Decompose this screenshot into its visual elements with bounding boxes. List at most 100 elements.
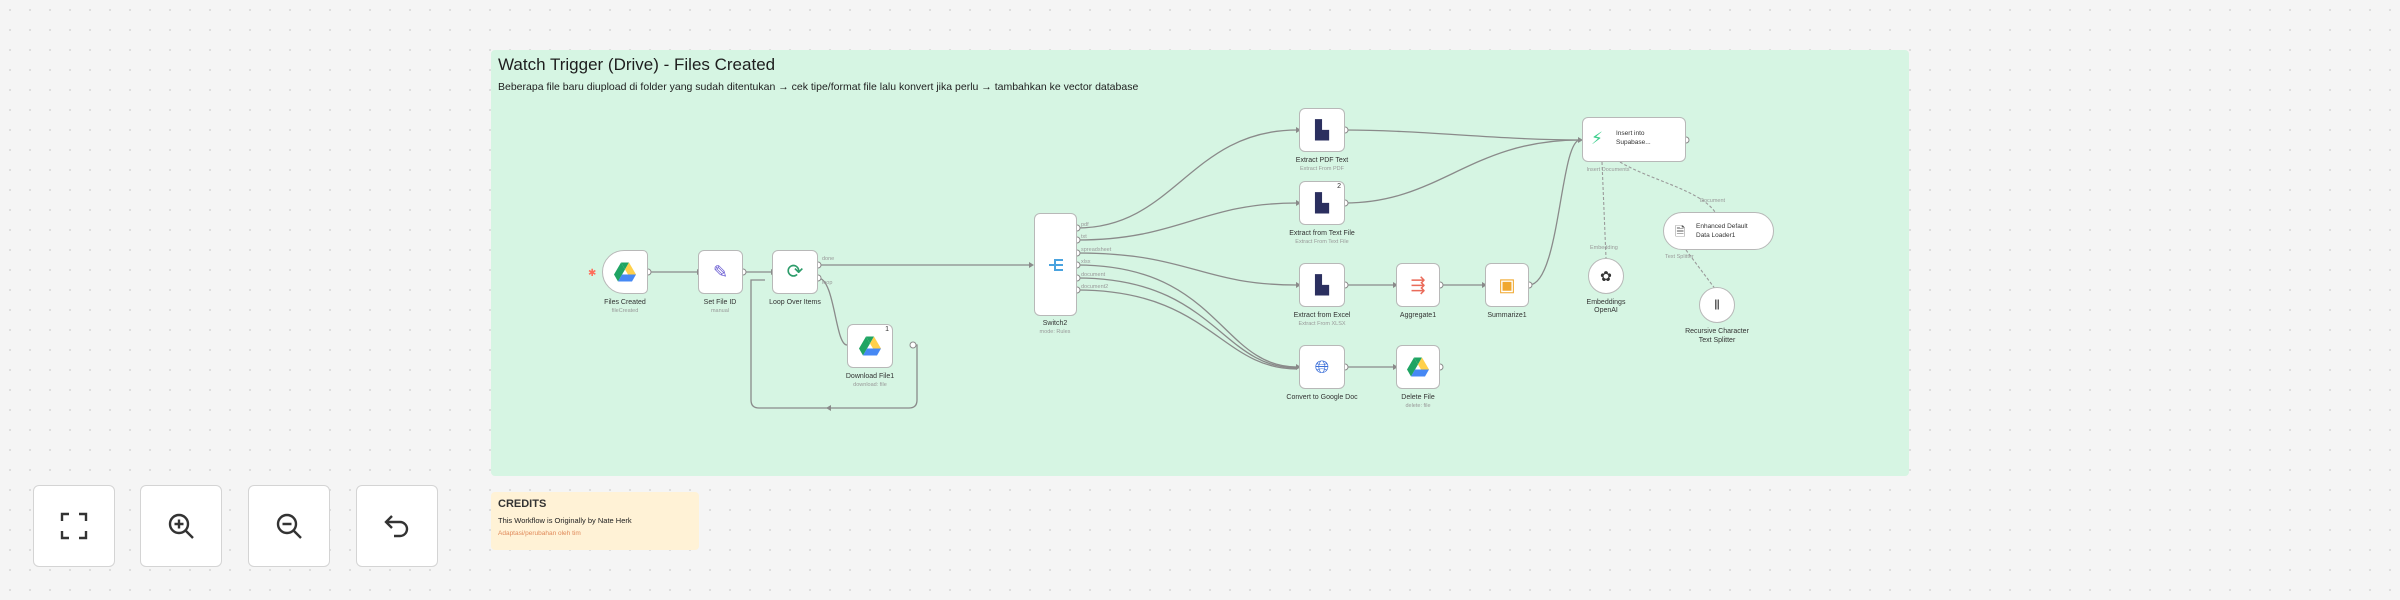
supabase-icon: ⚡︎ (1591, 129, 1603, 148)
connection (1076, 277, 1298, 369)
connection (1344, 129, 1581, 141)
node-label: Extract from Excel (1293, 312, 1351, 319)
node-label-line: Enhanced Default (1696, 223, 1748, 230)
execution-badge: 1 (885, 326, 889, 333)
connection (1076, 129, 1298, 229)
extract-icon: ▙ (1315, 120, 1329, 140)
switch-output-label: txt (1081, 234, 1087, 240)
arrowhead (1296, 127, 1301, 133)
node-label-line: OpenAI (1594, 307, 1618, 314)
aggregate-icon: ⇶ (1410, 275, 1426, 295)
switch-icon (1048, 258, 1063, 271)
splitter-icon: ⫴ (1714, 297, 1720, 313)
port-label-done: done (822, 256, 835, 262)
node-convert-google-doc[interactable]: 🌐︎ (1299, 345, 1345, 389)
node-aggregate[interactable]: ⇶ (1396, 263, 1440, 307)
connection (817, 277, 848, 346)
connection (1076, 202, 1298, 241)
arrowhead (1296, 200, 1301, 206)
arrowhead (826, 405, 831, 411)
node-label: Convert to Google Doc (1286, 394, 1358, 401)
node-label: Loop Over Items (769, 299, 821, 306)
summarize-icon: ▣ (1498, 275, 1516, 295)
node-label-line: Supabase... (1616, 139, 1651, 146)
node-summarize[interactable]: ▣ (1485, 263, 1529, 307)
node-download-file[interactable]: 1 (847, 324, 893, 368)
node-label: Extract PDF Text (1295, 157, 1349, 164)
node-label: Aggregate1 (1399, 312, 1437, 319)
execution-badge: 2 (1337, 183, 1341, 190)
port-label-loop: loop (822, 280, 833, 286)
connection (1076, 289, 1298, 370)
connection (1076, 264, 1298, 368)
node-label-line: Embeddings (1586, 299, 1626, 306)
zoom-in-button[interactable] (140, 485, 222, 567)
node-embeddings-openai[interactable]: ✿ (1588, 258, 1624, 294)
zoom-in-icon (168, 513, 194, 539)
pencil-icon: ✎ (712, 262, 729, 282)
node-subtitle: download: file (853, 382, 887, 388)
arrowhead (1482, 282, 1487, 288)
connection (1601, 161, 1607, 259)
node-label: Download File1 (845, 373, 895, 380)
node-subtitle: fileCreated (611, 308, 639, 314)
node-set-file-id[interactable]: ✎ (698, 250, 743, 294)
credits-line-secondary: Adaptasi/perubahan oleh tim (498, 530, 581, 537)
fit-view-icon (60, 512, 88, 540)
node-extract-pdf[interactable]: ▙ (1299, 108, 1345, 152)
fit-view-button[interactable] (33, 485, 115, 567)
node-subtitle: mode: Rules (1039, 329, 1071, 335)
connection (1344, 139, 1581, 204)
node-subtitle: Insert Documents (1586, 167, 1630, 173)
node-data-loader[interactable]: 🗎︎ Enhanced Default Data Loader1 (1663, 212, 1774, 250)
connection (1076, 252, 1298, 286)
loop-icon: ⟳ (786, 261, 804, 283)
node-label-line: Text Splitter (1698, 337, 1736, 344)
node-delete-file[interactable] (1396, 345, 1440, 389)
sticky-description: Beberapa file baru diupload di folder ya… (498, 81, 1139, 93)
node-text-splitter[interactable]: ⫴ (1699, 287, 1735, 323)
node-label: Summarize1 (1487, 312, 1527, 319)
connection (1619, 161, 1716, 213)
node-label: Files Created (604, 299, 646, 306)
connection (1528, 139, 1581, 286)
globe-icon: 🌐︎ (1314, 357, 1330, 377)
sticky-note-credits[interactable]: CREDITS This Workflow is Originally by N… (491, 492, 699, 550)
node-loop-over-items[interactable]: ⟳ (772, 250, 818, 294)
switch-output-label: spreadsheet (1081, 247, 1112, 253)
node-label-line: Insert into (1616, 130, 1645, 137)
extract-icon: ▙ (1315, 193, 1329, 213)
arrowhead (1296, 364, 1301, 370)
switch-output-label: pdf (1081, 222, 1089, 228)
sticky-title: Watch Trigger (Drive) - Files Created (498, 55, 776, 74)
arrowhead (1296, 282, 1301, 288)
node-switch[interactable] (1034, 213, 1077, 316)
node-label: Set File ID (703, 299, 737, 306)
arrowhead (1393, 282, 1398, 288)
google-drive-icon (614, 262, 636, 282)
credits-line: This Workflow is Originally by Nate Herk (498, 516, 632, 525)
openai-icon: ✿ (1600, 268, 1612, 284)
arrowhead (1029, 262, 1034, 268)
zoom-out-button[interactable] (248, 485, 330, 567)
node-supabase[interactable]: ⚡︎ Insert into Supabase... (1582, 117, 1686, 162)
node-subtitle: Extract From PDF (1299, 166, 1345, 172)
node-extract-text[interactable]: ▙ 2 (1299, 181, 1345, 225)
switch-output-label: document2 (1081, 284, 1109, 290)
undo-button[interactable] (356, 485, 438, 567)
port-label-document: Document (1700, 198, 1726, 204)
node-files-created[interactable] (602, 250, 648, 294)
port (909, 341, 917, 349)
node-subtitle: manual (710, 308, 730, 314)
connection (1685, 249, 1717, 291)
port-label-embedding: Embedding (1590, 245, 1618, 251)
switch-output-label: xlsx (1081, 259, 1091, 265)
switch-output-label: document (1081, 272, 1106, 278)
node-extract-excel[interactable]: ▙ (1299, 263, 1345, 307)
undo-icon (384, 515, 409, 538)
node-subtitle: delete: file (1405, 403, 1431, 409)
google-drive-icon (1407, 357, 1429, 377)
connection (750, 279, 918, 409)
google-drive-icon (859, 336, 881, 356)
arrowhead (1393, 364, 1398, 370)
